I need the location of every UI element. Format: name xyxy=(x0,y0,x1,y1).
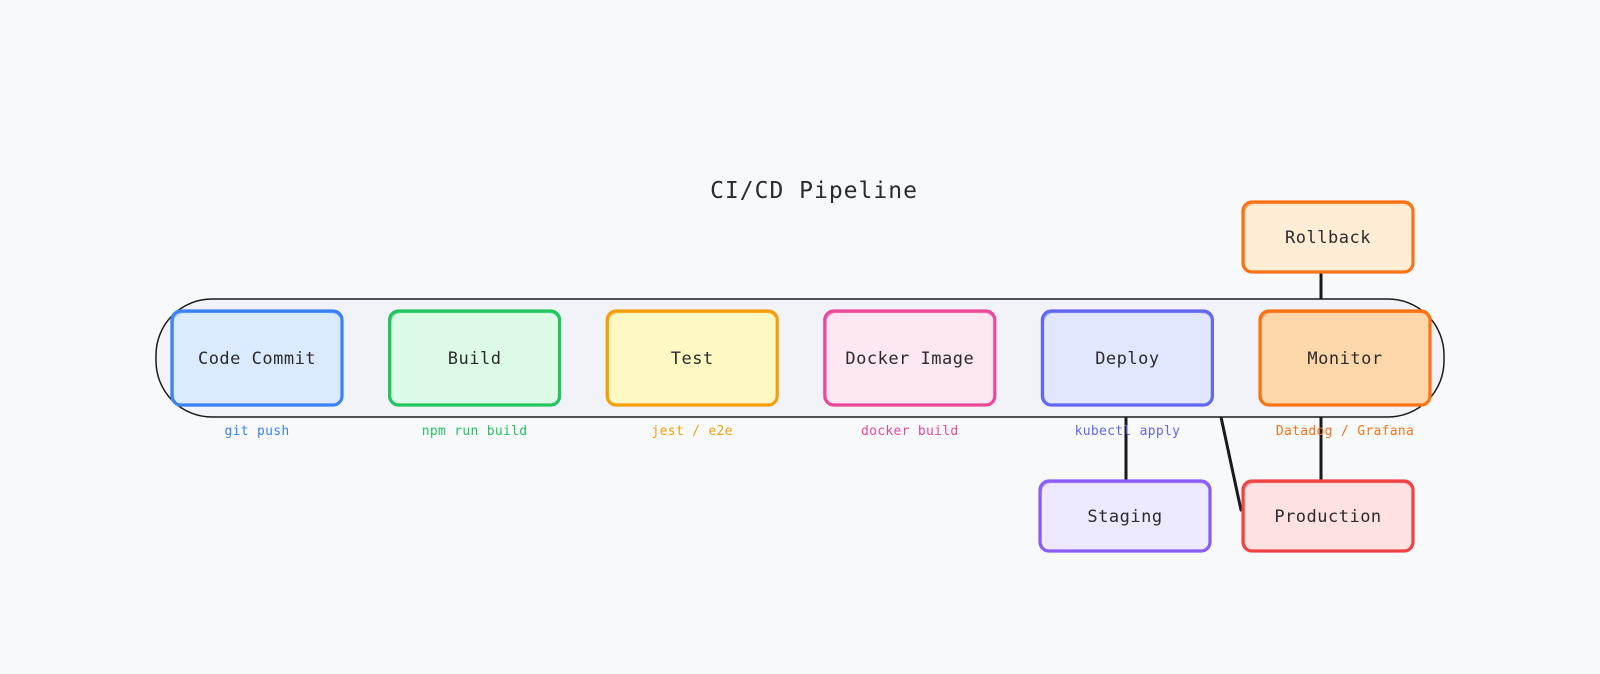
node-deploy-sketch-stroke xyxy=(1042,311,1213,406)
node-docker-label: Docker Image xyxy=(845,349,974,369)
connector-deploy-to-production xyxy=(1219,415,1243,512)
node-test: Test xyxy=(605,309,779,407)
node-production-label: Production xyxy=(1274,507,1381,527)
stage-deploy-command: kubectl apply xyxy=(1075,424,1181,439)
node-rollback: Rollback xyxy=(1241,200,1415,274)
node-layer: Code Commit Build Test Docker Image Deploy Mo… xyxy=(170,200,1432,553)
node-build-sketch-stroke xyxy=(390,311,560,406)
node-deploy: Deploy xyxy=(1040,309,1215,407)
node-build-label: Build xyxy=(448,349,502,369)
node-test-label: Test xyxy=(671,349,714,369)
node-production-sketch-stroke xyxy=(1243,481,1414,552)
stage-monitor-command: Datadog / Grafana xyxy=(1276,424,1414,439)
node-deploy-label: Deploy xyxy=(1095,349,1159,369)
node-commit-label: Code Commit xyxy=(198,349,316,369)
stage-build-command: npm run build xyxy=(422,424,528,439)
node-monitor: Monitor xyxy=(1258,309,1432,407)
node-build: Build xyxy=(388,309,562,407)
node-staging-sketch-stroke xyxy=(1040,481,1211,552)
diagram-title: CI/CD Pipeline xyxy=(710,178,918,204)
node-commit-sketch-stroke xyxy=(172,311,343,406)
stage-commit-command: git push xyxy=(224,424,289,439)
node-production: Production xyxy=(1241,479,1415,553)
node-docker-sketch-stroke xyxy=(825,311,996,406)
node-monitor-sketch-stroke xyxy=(1260,311,1431,406)
stage-docker-command: docker build xyxy=(861,424,959,439)
node-monitor-label: Monitor xyxy=(1307,349,1382,369)
stage-test-command: jest / e2e xyxy=(652,424,733,439)
node-rollback-sketch-stroke xyxy=(1243,202,1414,273)
command-layer: git push npm run build jest / e2e docker bu… xyxy=(224,424,1414,439)
node-commit: Code Commit xyxy=(170,309,344,407)
node-staging: Staging xyxy=(1038,479,1212,553)
node-docker: Docker Image xyxy=(823,309,997,407)
node-test-sketch-stroke xyxy=(607,311,778,406)
node-rollback-label: Rollback xyxy=(1285,228,1371,248)
node-staging-label: Staging xyxy=(1087,507,1162,527)
pipeline-container xyxy=(155,298,1445,418)
